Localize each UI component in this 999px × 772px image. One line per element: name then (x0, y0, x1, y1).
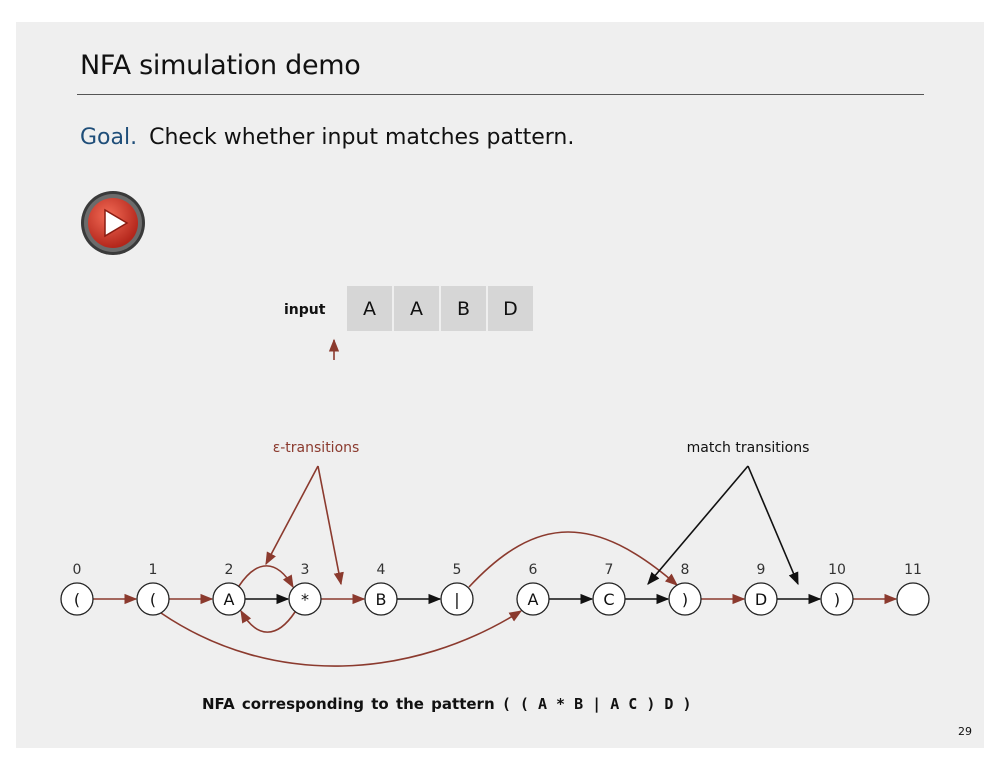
goal-text: Check whether input matches pattern. (149, 125, 575, 150)
input-label: input (284, 302, 326, 318)
state-char: ( (150, 590, 156, 609)
state-char: * (301, 590, 309, 609)
state-char: A (224, 590, 235, 609)
state-char: D (755, 590, 767, 609)
epsilon-annotation-arrow-1 (265, 465, 319, 566)
play-button[interactable] (80, 190, 146, 256)
state-circle (820, 582, 854, 616)
epsilon-edge-1-6 (160, 610, 523, 667)
state-circle (212, 582, 246, 616)
state-index: 6 (529, 562, 538, 578)
nfa-state-3: *3 (288, 562, 322, 616)
title-divider (77, 94, 924, 95)
epsilon-annotation-arrow-2 (317, 465, 344, 586)
match-annotation-arrow-2 (747, 465, 799, 586)
state-circle (440, 582, 474, 616)
nfa-state-7: C7 (592, 562, 626, 616)
state-index: 4 (377, 562, 386, 578)
state-circle (288, 582, 322, 616)
state-circle (592, 582, 626, 616)
nfa-state-1: (1 (136, 562, 170, 616)
state-index: 3 (301, 562, 310, 578)
state-circle (668, 582, 702, 616)
goal-label: Goal. (80, 125, 138, 150)
nfa-state-4: B4 (364, 562, 398, 616)
state-index: 2 (225, 562, 234, 578)
state-index: 7 (605, 562, 614, 578)
caption-prefix: NFA corresponding to the pattern (202, 695, 495, 713)
caption-pattern: ( ( A * B | A C ) D ) (501, 695, 692, 713)
match-transitions-label: match transitions (687, 440, 810, 456)
input-cell: A (347, 286, 392, 331)
state-char: A (528, 590, 539, 609)
state-circle (364, 582, 398, 616)
state-char: ) (834, 590, 840, 609)
state-circle (896, 582, 930, 616)
play-icon (81, 191, 145, 255)
state-index: 0 (73, 562, 82, 578)
state-circle (60, 582, 94, 616)
slide: NFA simulation demo Goal. Check whether i… (16, 22, 984, 748)
nfa-state-9: D9 (744, 562, 778, 616)
state-char: ) (682, 590, 688, 609)
state-index: 8 (681, 562, 690, 578)
state-index: 1 (149, 562, 158, 578)
epsilon-edge-3-2 (240, 609, 296, 633)
input-cell: B (441, 286, 486, 331)
state-circle (136, 582, 170, 616)
input-cell: D (488, 286, 533, 331)
goal-line: Goal. Check whether input matches pattern… (80, 125, 574, 150)
match-annotation-arrow-1 (647, 465, 749, 585)
state-index: 10 (828, 562, 846, 578)
page-number: 29 (958, 725, 972, 738)
nfa-state-10: ) 10 (820, 562, 854, 616)
nfa-caption: NFA corresponding to the pattern ( ( A *… (202, 695, 692, 713)
state-char: ( (74, 590, 80, 609)
state-char: C (603, 590, 614, 609)
state-index: 11 (904, 562, 922, 578)
state-circle (744, 582, 778, 616)
state-circle (516, 582, 550, 616)
nfa-state-0: (0 (60, 562, 94, 616)
input-cell: A (394, 286, 439, 331)
epsilon-edge-2-3 (238, 565, 294, 589)
state-index: 9 (757, 562, 766, 578)
slide-title: NFA simulation demo (80, 50, 361, 81)
nfa-state-11: 11 (896, 562, 930, 616)
nfa-state-5: |5 (440, 562, 474, 616)
state-char: B (376, 590, 387, 609)
nfa-state-6: A6 (516, 562, 550, 616)
state-index: 5 (453, 562, 462, 578)
nfa-state-2: A2 (212, 562, 246, 616)
state-char: | (454, 590, 459, 609)
nfa-state-8: )8 (668, 562, 702, 616)
epsilon-edge-5-8 (468, 531, 678, 588)
epsilon-transitions-label: ε-transitions (273, 440, 360, 456)
